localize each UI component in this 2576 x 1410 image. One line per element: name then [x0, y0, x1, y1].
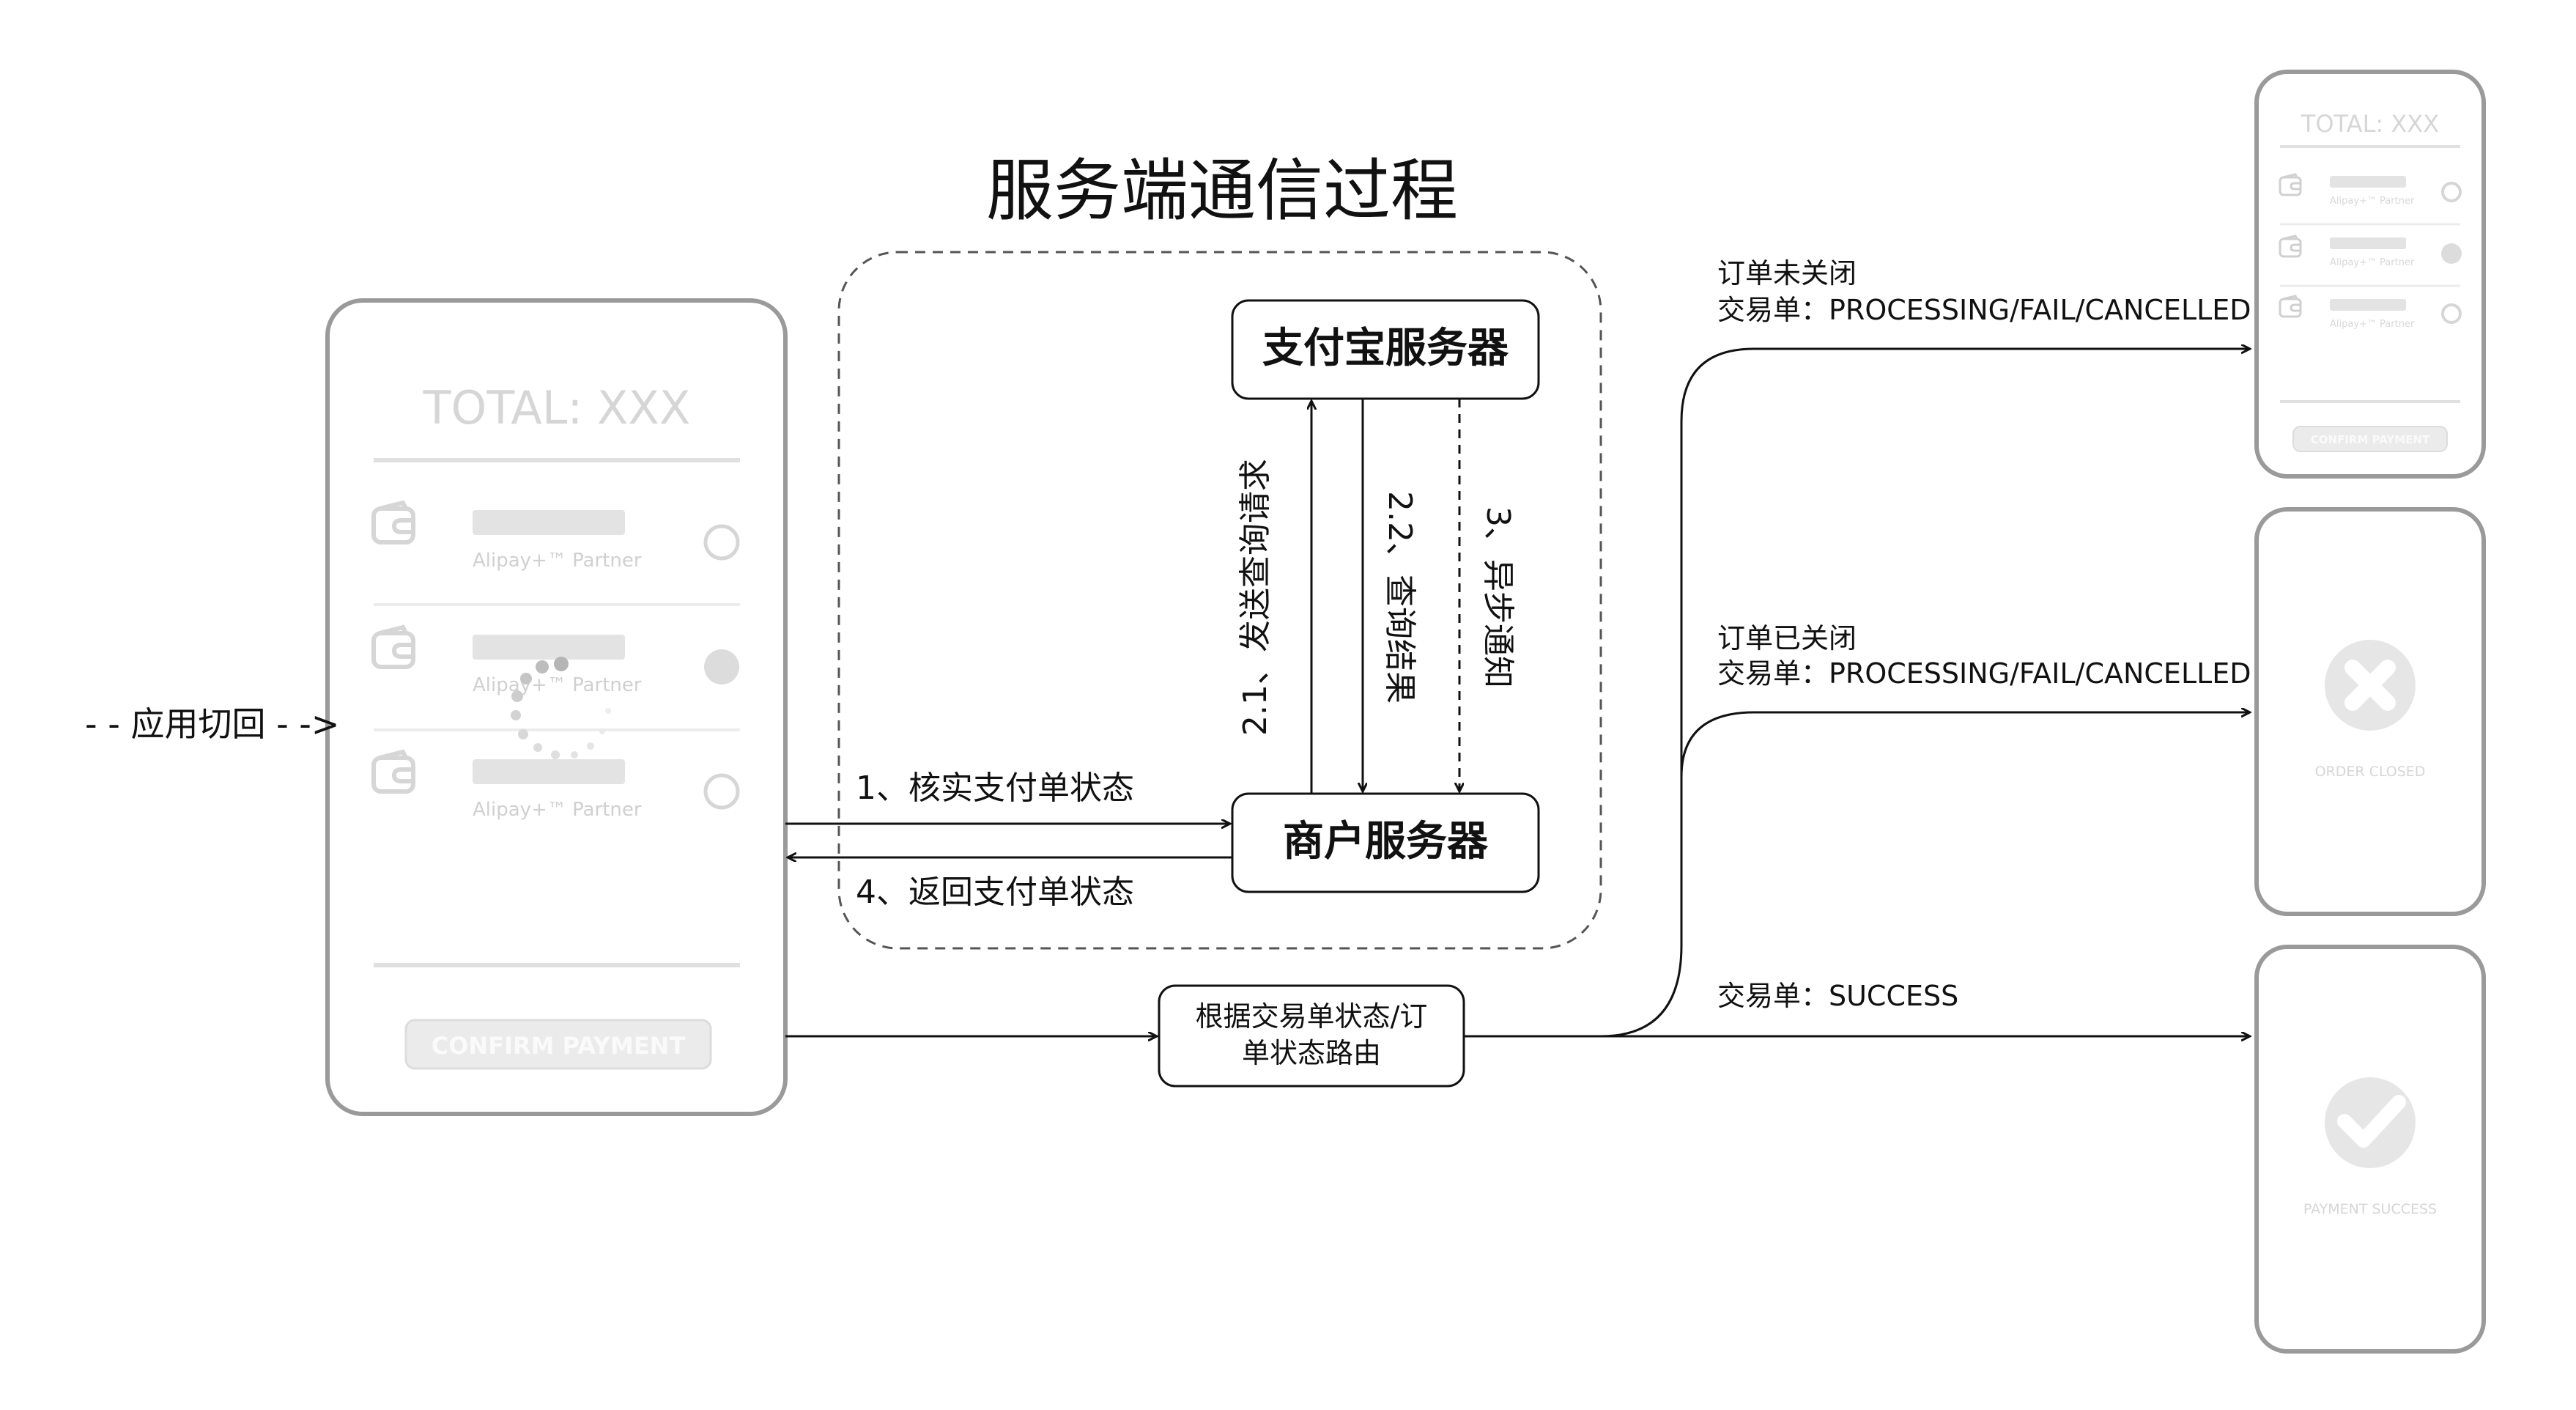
router-box: 根据交易单状态/订 单状态路由 — [1158, 984, 1465, 1088]
result-phone-payment-success: PAYMENT SUCCESS — [2254, 945, 2486, 1354]
payment-option-subtitle: Alipay+™ Partner — [473, 550, 642, 572]
payment-option-subtitle: Alipay+™ Partner — [473, 674, 642, 696]
route-2-line1: 订单已关闭 — [1717, 622, 1857, 654]
route-1-line2: 交易单：PROCESSING/FAIL/CANCELLED — [1717, 294, 2251, 326]
confirm-payment-label-small: CONFIRM PAYMENT — [2311, 433, 2430, 446]
confirm-payment-button-small — [2292, 426, 2448, 452]
total-label: TOTAL: XXX — [423, 381, 691, 435]
route-3-line2: 交易单：SUCCESS — [1717, 980, 1958, 1012]
step-4-label: 4、返回支付单状态 — [856, 874, 1134, 911]
payment-option[interactable]: Alipay+™ Partner — [374, 503, 740, 572]
radio-button — [2441, 182, 2462, 202]
server-region — [837, 251, 1602, 950]
spinner-icon — [511, 657, 611, 759]
close-circle-icon — [2325, 640, 2416, 731]
route-not-closed-line — [1600, 349, 2249, 1038]
route-2-line2: 交易单：PROCESSING/FAIL/CANCELLED — [1717, 657, 2251, 690]
diagram-title: 服务端通信过程 — [986, 152, 1458, 230]
result-phone-order-closed: ORDER CLOSED — [2254, 507, 2486, 916]
route-closed-line — [1680, 712, 2249, 778]
payment-success-label: PAYMENT SUCCESS — [2303, 1201, 2437, 1217]
router-label-line1: 根据交易单状态/订 — [1196, 1000, 1428, 1033]
radio-button-selected — [2441, 243, 2462, 264]
merchant-server-label: 商户服务器 — [1283, 818, 1489, 865]
router-label-line2: 单状态路由 — [1242, 1037, 1381, 1069]
route-1-line1: 订单未关闭 — [1717, 257, 1857, 289]
step-3-label: 3、异步通知 — [1479, 506, 1517, 688]
radio-button[interactable] — [703, 524, 740, 561]
order-closed-label: ORDER CLOSED — [2315, 764, 2426, 780]
payment-option-subtitle: Alipay+™ Partner — [2330, 319, 2415, 330]
payment-option-subtitle: Alipay+™ Partner — [2330, 196, 2415, 207]
check-circle-icon — [2325, 1077, 2416, 1168]
radio-button — [2441, 303, 2462, 324]
step-2-1-label: 2.1、发送查询请求 — [1237, 459, 1274, 736]
confirm-payment-label: CONFIRM PAYMENT — [432, 1032, 686, 1060]
main-phone: TOTAL: XXX Alipay+™ Partner Alipay+™ Par… — [325, 298, 788, 1116]
result-phone-payment-page: TOTAL: XXX Alipay+™ Partner Alipay+™ Par… — [2254, 70, 2486, 479]
radio-button-selected[interactable] — [704, 649, 739, 684]
merchant-server-box: 商户服务器 — [1231, 792, 1540, 893]
payment-option[interactable]: Alipay+™ Partner — [374, 752, 740, 821]
confirm-payment-button[interactable] — [404, 1019, 712, 1070]
step-1-label: 1、核实支付单状态 — [856, 769, 1134, 807]
payment-option-subtitle: Alipay+™ Partner — [473, 799, 642, 821]
payment-option-subtitle: Alipay+™ Partner — [2330, 257, 2415, 268]
alipay-server-box: 支付宝服务器 — [1231, 299, 1540, 400]
app-switch-label: - - 应用切回 - -> — [85, 704, 339, 744]
total-label-small: TOTAL: XXX — [2301, 110, 2439, 138]
radio-button[interactable] — [703, 773, 740, 810]
alipay-server-label: 支付宝服务器 — [1262, 325, 1509, 372]
step-2-2-label: 2.2、查询结果 — [1381, 491, 1418, 704]
payment-option[interactable]: Alipay+™ Partner — [374, 627, 739, 696]
